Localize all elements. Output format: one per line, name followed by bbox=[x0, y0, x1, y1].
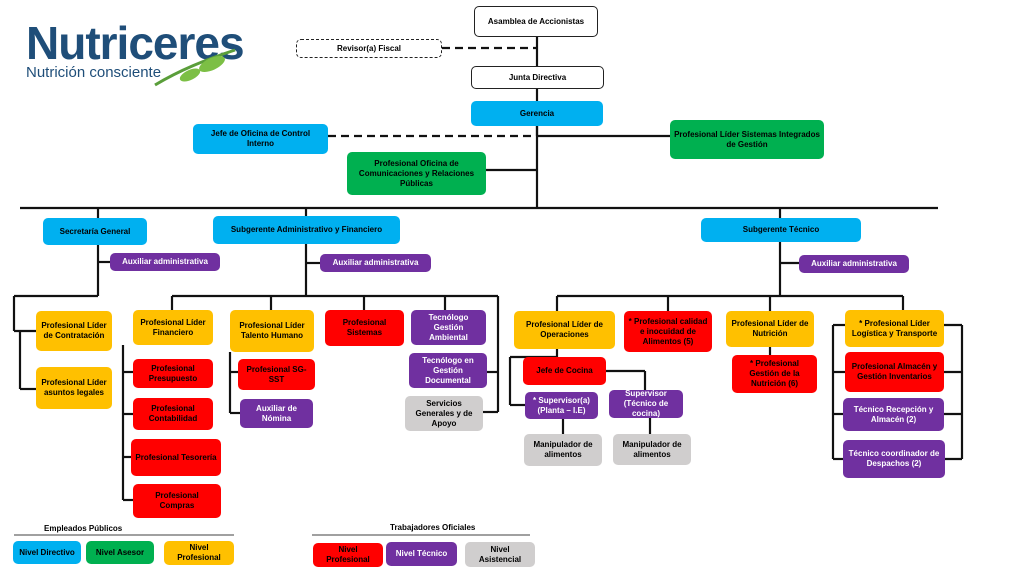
legend-nivel-profesional-oficial: Nivel Profesional bbox=[313, 543, 383, 567]
control-interno-box: Jefe de Oficina de Control Interno bbox=[193, 124, 328, 154]
calidad-inocuidad-box: * Profesional calidad e inocuidad de Ali… bbox=[624, 311, 712, 352]
brand-tagline: Nutrición consciente bbox=[26, 64, 162, 81]
gestion-documental-box: Tecnólogo en Gestión Documental bbox=[409, 353, 487, 388]
legend-nivel-asistencial: Nivel Asistencial bbox=[465, 542, 535, 567]
leaf-logo-icon bbox=[154, 48, 236, 87]
supervisor-planta-box: * Supervisor(a) (Planta – I.E) bbox=[525, 392, 598, 419]
recepcion-almacen-box: Técnico Recepción y Almacén (2) bbox=[843, 398, 944, 431]
secretaria-general-box: Secretaría General bbox=[43, 218, 147, 245]
auxiliar-secretaria-box: Auxiliar administrativa bbox=[110, 253, 220, 271]
manipulador-alimentos-box-1: Manipulador de alimentos bbox=[524, 434, 602, 466]
legend-trabajadores-title: Trabajadores Oficiales bbox=[390, 523, 476, 532]
lider-nutricion-box: Profesional Líder de Nutrición bbox=[726, 311, 814, 347]
legend-empleados-title: Empleados Públicos bbox=[44, 524, 123, 533]
asuntos-legales-box: Profesional Líder asuntos legales bbox=[36, 367, 112, 409]
comunicaciones-box: Profesional Oficina de Comunicaciones y … bbox=[347, 152, 486, 195]
presupuesto-box: Profesional Presupuesto bbox=[133, 359, 213, 388]
auxiliar-administrativo-box: Auxiliar administrativa bbox=[320, 254, 431, 272]
junta-directiva-box: Junta Directiva bbox=[471, 66, 604, 89]
auxiliar-nomina-box: Auxiliar de Nómina bbox=[240, 399, 313, 428]
almacen-inventarios-box: Profesional Almacén y Gestión Inventario… bbox=[845, 352, 944, 392]
revisor-fiscal-box: Revisor(a) Fiscal bbox=[296, 39, 442, 58]
lider-operaciones-box: Profesional Líder de Operaciones bbox=[514, 311, 615, 349]
contratacion-box: Profesional Líder de Contratación bbox=[36, 311, 112, 351]
despachos-box: Técnico coordinador de Despachos (2) bbox=[843, 440, 945, 478]
subgerente-tecnico-box: Subgerente Técnico bbox=[701, 218, 861, 242]
gestion-ambiental-box: Tecnólogo Gestión Ambiental bbox=[411, 310, 486, 345]
lider-financiero-box: Profesional Líder Financiero bbox=[133, 310, 213, 345]
legend-nivel-profesional-publico: Nivel Profesional bbox=[164, 541, 234, 565]
asamblea-box: Asamblea de Accionistas bbox=[474, 6, 598, 37]
lider-logistica-box: * Profesional Líder Logística y Transpor… bbox=[845, 310, 944, 347]
supervisor-cocina-box: Supervisor (Técnico de cocina) bbox=[609, 389, 683, 418]
compras-box: Profesional Compras bbox=[133, 484, 221, 518]
tesoreria-box: Profesional Tesorería bbox=[131, 439, 221, 476]
legend-nivel-asesor: Nivel Asesor bbox=[86, 541, 154, 564]
sistemas-integrados-box: Profesional Líder Sistemas Integrados de… bbox=[670, 120, 824, 159]
contabilidad-box: Profesional Contabilidad bbox=[133, 398, 213, 430]
gerencia-box: Gerencia bbox=[471, 101, 603, 126]
talento-humano-box: Profesional Líder Talento Humano bbox=[230, 310, 314, 352]
sg-sst-box: Profesional SG-SST bbox=[238, 359, 315, 390]
servicios-generales-box: Servicios Generales y de Apoyo bbox=[405, 396, 483, 431]
sistemas-box: Profesional Sistemas bbox=[325, 310, 404, 346]
subgerente-administrativo-box: Subgerente Administrativo y Financiero bbox=[213, 216, 400, 244]
gestion-nutricion-box: * Profesional Gestión de la Nutrición (6… bbox=[732, 355, 817, 393]
auxiliar-tecnico-box: Auxiliar administrativa bbox=[799, 255, 909, 273]
legend-nivel-directivo: Nivel Directivo bbox=[13, 541, 81, 564]
legend-nivel-tecnico: Nivel Técnico bbox=[386, 542, 457, 566]
manipulador-alimentos-box-2: Manipulador de alimentos bbox=[613, 434, 691, 465]
jefe-cocina-box: Jefe de Cocina bbox=[523, 357, 606, 385]
